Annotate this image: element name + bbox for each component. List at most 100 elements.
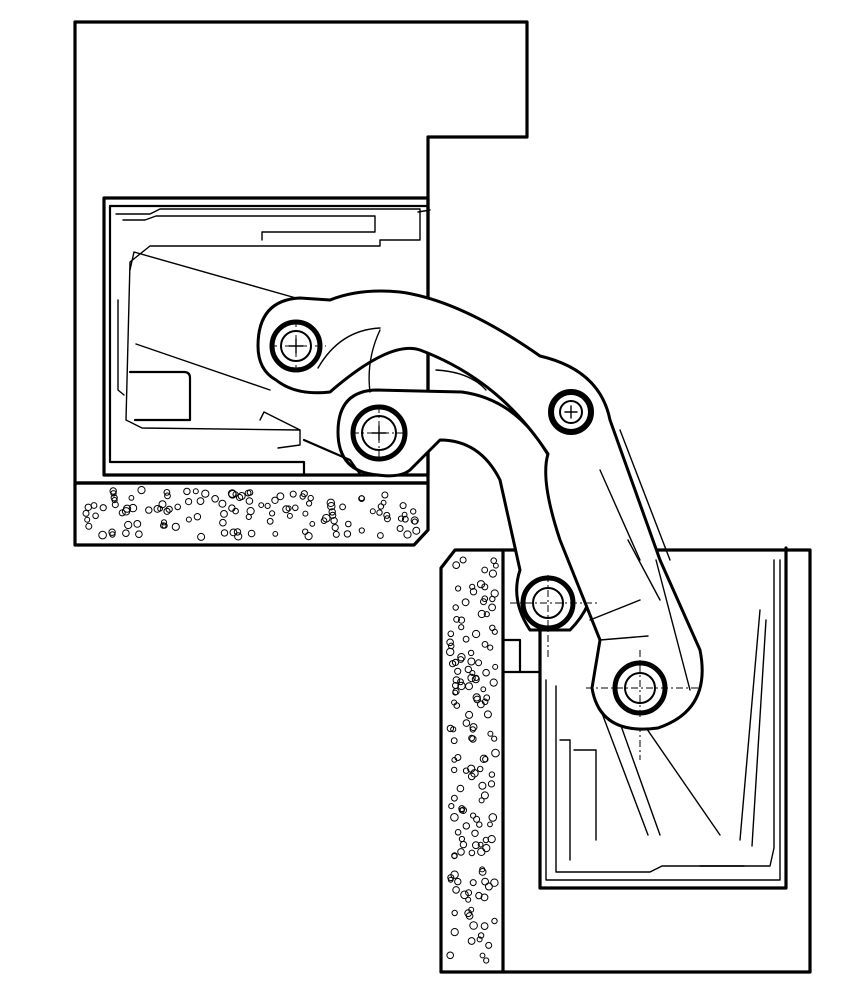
- grain-dot: [118, 509, 126, 517]
- grain-dot: [488, 771, 496, 778]
- grain-dot: [399, 502, 407, 510]
- pivot-1: [269, 319, 326, 373]
- grain-dot: [133, 520, 142, 528]
- grain-dot: [490, 589, 499, 598]
- grain-dot: [462, 822, 470, 830]
- grain-dot: [245, 497, 254, 505]
- grain-dot: [228, 504, 236, 512]
- grain-dot: [491, 628, 498, 635]
- grain-dot: [457, 656, 465, 663]
- grain-dot: [218, 499, 227, 508]
- grain-dot: [453, 616, 461, 623]
- grain-dot: [454, 754, 462, 761]
- grain-dot: [462, 719, 471, 727]
- grain-dot: [377, 532, 384, 539]
- grain-dot: [244, 489, 252, 497]
- grain-dot: [483, 611, 490, 618]
- grain-dot: [469, 588, 478, 596]
- grain-dot: [111, 497, 118, 504]
- grain-dot: [111, 501, 119, 509]
- grain-dot: [447, 876, 454, 883]
- grain-dot: [153, 505, 162, 513]
- grain-dot: [488, 569, 497, 578]
- grain-dot: [451, 909, 458, 917]
- grain-dot: [483, 710, 492, 719]
- grain-dot: [246, 507, 255, 516]
- grain-pattern-upper: [82, 486, 421, 541]
- grain-dot: [491, 735, 498, 742]
- grain-dot: [258, 502, 265, 509]
- grain-dot: [451, 658, 460, 667]
- grain-dot: [124, 520, 133, 530]
- grain-dot: [299, 493, 306, 500]
- grain-dot: [467, 772, 476, 781]
- grain-dot: [470, 812, 477, 819]
- grain-dot: [457, 616, 466, 624]
- grain-dot: [454, 829, 462, 836]
- grain-dot: [462, 767, 470, 774]
- grain-dot: [458, 835, 465, 843]
- grain-dot: [185, 498, 193, 506]
- grain-dot: [343, 530, 352, 538]
- grain-dot: [476, 580, 486, 589]
- grain-dot: [339, 503, 347, 511]
- grain-dot: [369, 508, 376, 515]
- grain-dot: [345, 520, 352, 528]
- grain-dot: [233, 528, 242, 536]
- grain-dot: [467, 673, 476, 683]
- grain-dot: [109, 487, 117, 495]
- grain-dot: [302, 510, 309, 517]
- grain-dot: [468, 849, 476, 857]
- grain-dot: [266, 517, 274, 525]
- grain-dot: [411, 518, 418, 525]
- door-block-lower: [439, 548, 812, 974]
- grain-dot: [457, 681, 466, 691]
- grain-dot: [276, 492, 285, 501]
- grain-dot: [465, 889, 473, 897]
- grain-dot: [183, 487, 191, 496]
- grain-dot: [446, 724, 455, 733]
- grain-dot: [197, 532, 206, 541]
- grain-dot: [489, 678, 498, 687]
- grain-strip-upper: [73, 481, 430, 547]
- grain-dot: [330, 517, 338, 525]
- grain-dot: [306, 500, 313, 507]
- grain-dot: [478, 797, 485, 804]
- grain-dot: [457, 653, 466, 662]
- grain-dot: [329, 511, 337, 519]
- grain-dot: [469, 726, 476, 733]
- grain-dot: [302, 528, 309, 535]
- grain-dot: [491, 748, 500, 758]
- grain-dot: [84, 503, 93, 511]
- grain-dot: [109, 531, 116, 538]
- grain-dot: [468, 734, 476, 742]
- grain-dot: [381, 491, 389, 499]
- grain-dot: [479, 952, 486, 959]
- grain-dot: [163, 489, 171, 496]
- grain-dot: [487, 730, 494, 737]
- grain-dot: [451, 766, 458, 774]
- grain-dot: [271, 496, 279, 504]
- grain-dot: [481, 698, 489, 706]
- grain-dot: [465, 912, 474, 920]
- grain-dot: [110, 490, 117, 497]
- grain-dot: [475, 891, 483, 900]
- grain-dot: [467, 657, 476, 666]
- grain-dot: [358, 527, 365, 534]
- grain-dot: [458, 805, 466, 813]
- grain-dot: [160, 519, 168, 526]
- grain-dot: [452, 682, 459, 689]
- grain-dot: [480, 686, 487, 693]
- grain-dot: [331, 524, 339, 532]
- grain-dot: [85, 522, 93, 530]
- grain-dot: [465, 682, 473, 691]
- grain-dot: [483, 694, 491, 702]
- grain-dot: [487, 821, 493, 828]
- grain-dot: [320, 517, 328, 525]
- grain-dot: [480, 893, 489, 902]
- grain-dot: [490, 878, 499, 887]
- grain-dot: [467, 937, 476, 945]
- grain-dot: [99, 504, 107, 512]
- grain-dot: [326, 498, 335, 507]
- grain-dot: [397, 515, 405, 522]
